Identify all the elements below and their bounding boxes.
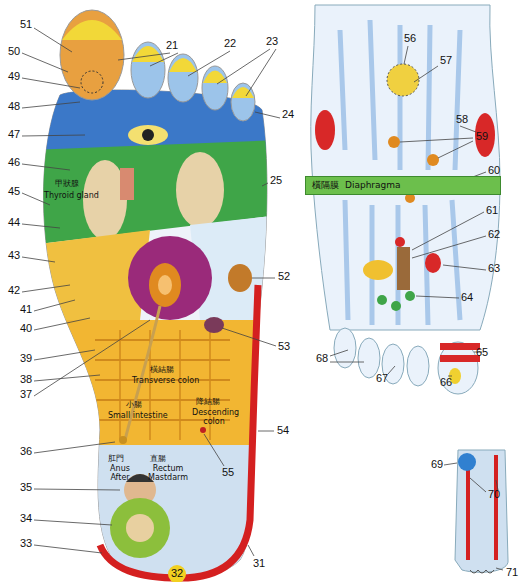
callout-number: 24 (282, 108, 294, 120)
callout-number: 48 (8, 100, 20, 112)
band-label: Diaphragma (345, 180, 401, 190)
organ-label: Small intestine (108, 412, 168, 421)
callout-number: 23 (266, 35, 278, 47)
callout-number: 66 (440, 376, 452, 388)
callout-number: 31 (253, 557, 265, 569)
callout-number: 39 (20, 352, 32, 364)
diaphragm-band: 橫隔膜 Diaphragma (305, 176, 501, 195)
organ-label: 小腸 (126, 401, 142, 410)
callout-number: 33 (20, 537, 32, 549)
organ-label: Thyroid gland (44, 192, 99, 201)
callout-number: 62 (488, 228, 500, 240)
callout-number: 63 (488, 262, 500, 274)
leader-lines (22, 28, 503, 570)
organ-label: 橫結腸 (150, 366, 174, 375)
callout-number: 38 (20, 373, 32, 385)
callout-number: 65 (476, 346, 488, 358)
callout-number: 49 (8, 70, 20, 82)
callout-number: 25 (270, 174, 282, 186)
callout-number: 56 (404, 32, 416, 44)
callout-number: 57 (440, 54, 452, 66)
callout-number: 21 (166, 39, 178, 51)
callout-number: 47 (8, 128, 20, 140)
organ-label: Descending colon (192, 409, 236, 427)
callout-number: 44 (8, 216, 20, 228)
callout-number: 54 (277, 424, 289, 436)
callout-number: 46 (8, 156, 20, 168)
callout-number: 64 (461, 291, 473, 303)
callout-number: 22 (224, 37, 236, 49)
callout-number: 43 (8, 249, 20, 261)
organ-label: 肛門 (108, 455, 124, 464)
sole-zones (30, 85, 280, 582)
callout-number: 55 (222, 466, 234, 478)
callout-number: 37 (20, 388, 32, 400)
callout-number: 61 (486, 204, 498, 216)
organ-label: 甲狀腺 (55, 180, 79, 189)
callout-number: 34 (20, 512, 32, 524)
organ-label: Transverse colon (132, 377, 199, 386)
callout-number: 60 (488, 164, 500, 176)
callout-number: 42 (8, 284, 20, 296)
band-label: 橫隔膜 (312, 180, 339, 190)
organ-label: Anus After (106, 465, 134, 483)
callout-number: 45 (8, 185, 20, 197)
callout-number: 71 (506, 566, 518, 578)
callout-number: 58 (456, 113, 468, 125)
callout-number: 51 (20, 18, 32, 30)
callout-number: 40 (20, 322, 32, 334)
callout-number: 53 (278, 340, 290, 352)
callout-number: 32 (171, 567, 183, 579)
callout-number: 68 (316, 352, 328, 364)
callout-number: 59 (476, 130, 488, 142)
callout-number: 50 (8, 45, 20, 57)
callout-number: 70 (488, 488, 500, 500)
organ-label: 降結腸 (196, 398, 220, 407)
callout-number: 67 (376, 372, 388, 384)
callout-number: 35 (20, 481, 32, 493)
organ-label: 直腸 (150, 455, 166, 464)
callout-number: 69 (431, 458, 443, 470)
callout-number: 41 (20, 303, 32, 315)
organ-label: Rectum Mastdarm (146, 465, 190, 483)
callout-number: 36 (20, 445, 32, 457)
callout-number: 52 (278, 270, 290, 282)
